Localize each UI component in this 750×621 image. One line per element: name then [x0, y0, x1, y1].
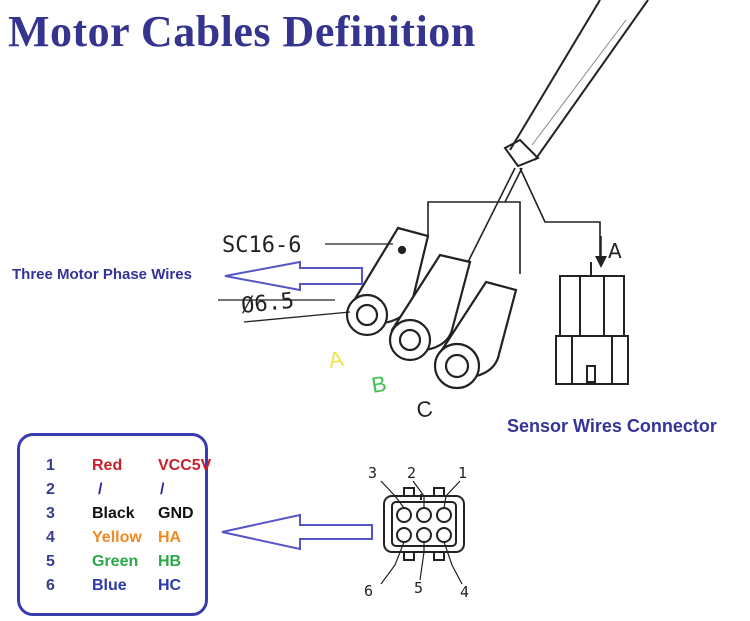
pin-number: 5 [46, 553, 55, 570]
wire-signal: VCC5V [158, 457, 212, 474]
pin-number: 3 [46, 505, 55, 522]
pin-leaders [380, 480, 463, 585]
connector-face [383, 487, 465, 561]
pin-number: 2 [46, 481, 55, 498]
wire-signal: GND [158, 505, 194, 522]
phase-c-label: C [415, 396, 435, 423]
sensor-connector-label: Sensor Wires Connector [507, 416, 717, 436]
wire-signal: HB [158, 553, 182, 570]
connector-arrow [221, 513, 373, 551]
pin-number: 1 [46, 457, 55, 474]
sensor-connector-side [555, 262, 629, 385]
leader-lines [218, 243, 393, 323]
table-row: 5 Green HB [20, 553, 205, 577]
table-row: 6 Blue HC [20, 577, 205, 601]
wire-color: Yellow [92, 529, 142, 546]
wire-signal: / [160, 481, 165, 498]
wire-color: / [98, 481, 103, 498]
pin-number: 6 [46, 577, 55, 594]
table-row: 4 Yellow HA [20, 529, 205, 553]
phase-a-label: A [327, 346, 346, 373]
pin-number: 4 [46, 529, 55, 546]
page-title: Motor Cables Definition [8, 7, 476, 56]
terminal-part-label: SC16-6 [222, 233, 301, 258]
wire-color: Green [92, 553, 139, 570]
face-pin-4: 4 [460, 583, 469, 601]
face-pin-6: 6 [364, 582, 373, 600]
face-pin-3: 3 [368, 464, 377, 482]
ring-terminal-c [433, 280, 518, 390]
wire-color: Black [92, 505, 135, 522]
phase-wires-arrow [224, 260, 363, 292]
view-marker-label: A [608, 239, 622, 263]
table-row: 2 / / [20, 481, 205, 505]
pin-definition-table: 1 Red VCC5V 2 / / 3 Black GND 4 Yellow H… [17, 433, 211, 616]
wire-color: Red [92, 457, 123, 474]
wire-bundle [427, 167, 601, 274]
ring-terminal-b [388, 253, 472, 362]
wire-signal: HC [158, 577, 182, 594]
wire-color: Blue [92, 577, 127, 594]
phase-b-label: B [370, 371, 389, 398]
main-cable [503, 0, 649, 168]
face-pin-1: 1 [458, 464, 467, 482]
diameter-label: Ø6.5 [240, 289, 295, 319]
wire-signal: HA [158, 529, 182, 546]
phase-wires-label: Three Motor Phase Wires [12, 266, 192, 283]
table-row: 3 Black GND [20, 505, 205, 529]
face-pin-5: 5 [414, 579, 423, 597]
table-row: 1 Red VCC5V [20, 457, 211, 481]
ring-terminal-a [345, 226, 430, 337]
face-pin-2: 2 [407, 464, 416, 482]
